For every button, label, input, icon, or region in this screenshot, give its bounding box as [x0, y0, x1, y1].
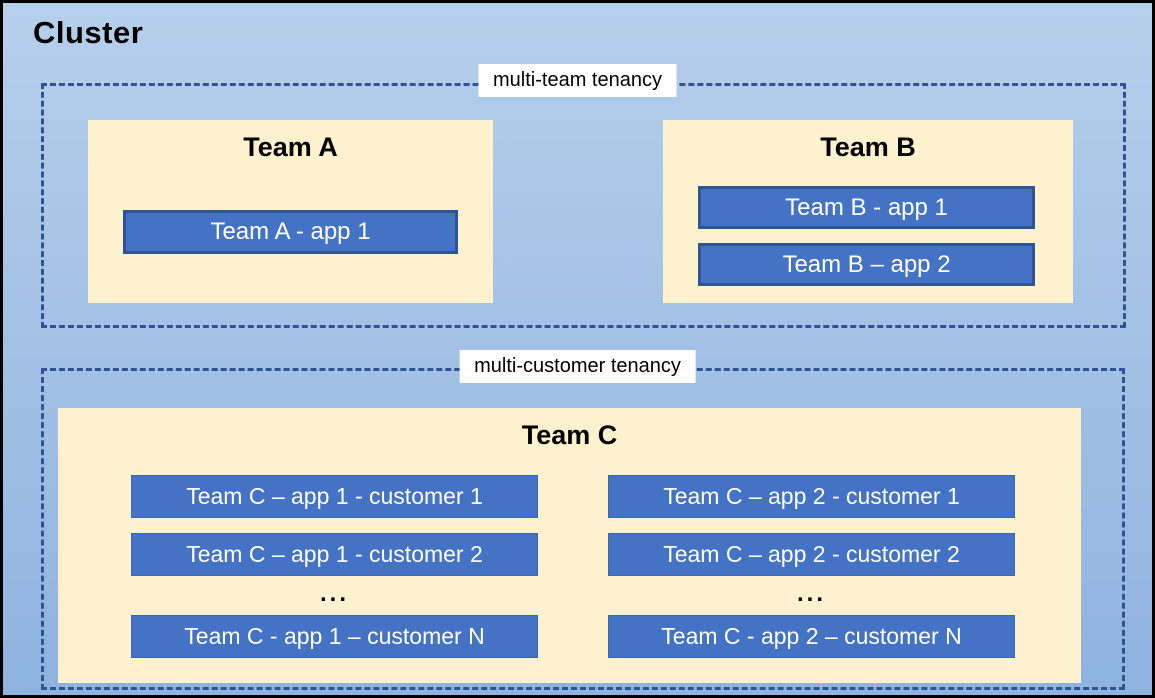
team-c-app2-customer1-box: Team C – app 2 - customer 1	[608, 475, 1015, 518]
team-a-box: Team A Team A - app 1	[88, 120, 493, 303]
team-b-app-2-box: Team B – app 2	[698, 243, 1035, 286]
team-c-app2-customerN-box: Team C - app 2 – customer N	[608, 615, 1015, 658]
team-a-title: Team A	[243, 132, 338, 162]
team-a-app-1-box: Team A - app 1	[123, 210, 458, 254]
team-b-box: Team B Team B - app 1 Team B – app 2	[663, 120, 1073, 303]
team-c-app2-customer2-box: Team C – app 2 - customer 2	[608, 533, 1015, 576]
team-c-app1-customer1-box: Team C – app 1 - customer 1	[131, 475, 538, 518]
team-c-box: Team C Team C – app 1 - customer 1 Team …	[58, 408, 1081, 683]
team-c-app1-ellipsis: ...	[319, 580, 349, 607]
team-c-title: Team C	[521, 420, 618, 450]
team-b-title: Team B	[820, 132, 916, 162]
team-c-app2-ellipsis: ...	[796, 580, 826, 607]
team-c-app1-customer2-box: Team C – app 1 - customer 2	[131, 533, 538, 576]
multi-team-tenancy-label: multi-team tenancy	[478, 64, 677, 97]
multi-customer-tenancy-label: multi-customer tenancy	[459, 350, 696, 383]
team-b-app-1-box: Team B - app 1	[698, 186, 1035, 229]
cluster-title: Cluster	[33, 15, 144, 50]
team-c-app1-customerN-box: Team C - app 1 – customer N	[131, 615, 538, 658]
